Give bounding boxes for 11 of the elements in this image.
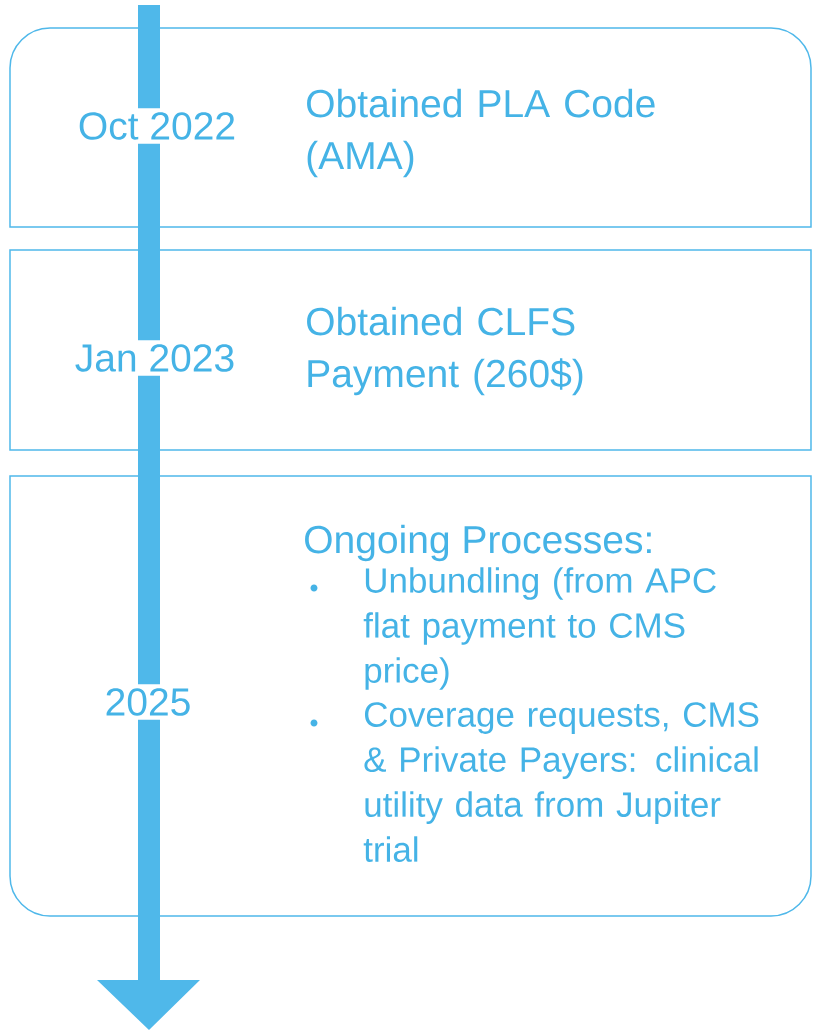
bullet-item: Coverage requests, CMS & Private Payers: clinical utility data from Jupiter trial	[310, 702, 759, 862]
milestone-text: Obtained CLFS Payment (260$)	[307, 306, 583, 396]
date-label: 2025	[100, 684, 196, 720]
bullet-item: Unbundling (from APC flat payment to CMS price)	[310, 567, 716, 690]
date-label: Jan 2023	[70, 340, 240, 376]
section-heading: Ongoing Processes:	[305, 524, 651, 562]
timeline-card	[9, 249, 812, 451]
timeline-card	[9, 27, 812, 228]
timeline-card	[9, 475, 812, 917]
milestone-text: Obtained PLA Code (AMA)	[307, 88, 655, 178]
date-label: Oct 2022	[73, 108, 241, 144]
